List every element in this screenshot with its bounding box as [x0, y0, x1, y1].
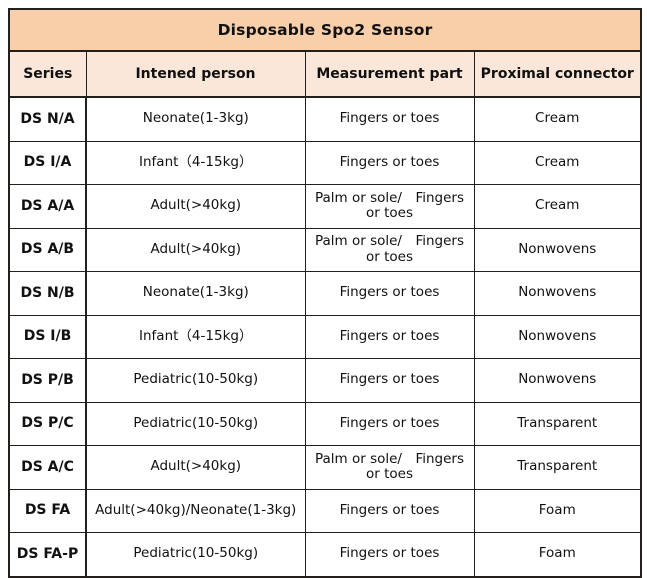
cell-measurement-part: Palm or sole/ Fingers or toes — [304, 445, 475, 490]
cell-series: DS P/C — [8, 401, 87, 446]
table-header-row: Series Intened person Measurement part P… — [8, 50, 642, 98]
table-row: DS P/B Pediatric(10-50kg) Fingers or toe… — [8, 358, 642, 403]
cell-measurement-part: Fingers or toes — [304, 271, 475, 316]
cell-proximal-connector: Transparent — [473, 401, 642, 446]
table-row: DS I/A Infant（4-15kg） Fingers or toes Cr… — [8, 140, 642, 185]
table-row: DS FA-P Pediatric(10-50kg) Fingers or to… — [8, 532, 642, 577]
cell-proximal-connector: Nonwovens — [473, 314, 642, 359]
table-row: DS P/C Pediatric(10-50kg) Fingers or toe… — [8, 401, 642, 446]
cell-measurement-part: Palm or sole/ Fingers or toes — [304, 184, 475, 229]
cell-proximal-connector: Cream — [473, 184, 642, 229]
cell-proximal-connector: Nonwovens — [473, 358, 642, 403]
cell-person: Adult(>40kg) — [85, 445, 306, 490]
cell-person: Pediatric(10-50kg) — [85, 401, 306, 446]
cell-proximal-connector: Transparent — [473, 445, 642, 490]
cell-series: DS A/A — [8, 184, 87, 229]
table-body: Disposable Spo2 Sensor Series Intened pe… — [8, 8, 642, 577]
cell-measurement-part: Fingers or toes — [304, 532, 475, 577]
cell-series: DS FA-P — [8, 532, 87, 577]
table-row: DS I/B Infant（4-15kg） Fingers or toes No… — [8, 314, 642, 359]
cell-series: DS I/B — [8, 314, 87, 359]
table-title-row: Disposable Spo2 Sensor — [8, 8, 642, 52]
cell-proximal-connector: Cream — [473, 140, 642, 185]
cell-proximal-connector: Nonwovens — [473, 271, 642, 316]
cell-series: DS A/C — [8, 445, 87, 490]
cell-series: DS N/B — [8, 271, 87, 316]
cell-person: Neonate(1-3kg) — [85, 271, 306, 316]
table-row: DS A/B Adult(>40kg) Palm or sole/ Finger… — [8, 227, 642, 272]
cell-person: Adult(>40kg) — [85, 227, 306, 272]
cell-person: Pediatric(10-50kg) — [85, 532, 306, 577]
cell-proximal-connector: Cream — [473, 96, 642, 142]
cell-series: DS N/A — [8, 96, 87, 142]
table-row: DS A/A Adult(>40kg) Palm or sole/ Finger… — [8, 184, 642, 229]
cell-person: Pediatric(10-50kg) — [85, 358, 306, 403]
column-header-intened-person: Intened person — [85, 50, 306, 98]
column-header-measurement-part: Measurement part — [304, 50, 475, 98]
cell-proximal-connector: Nonwovens — [473, 227, 642, 272]
cell-person: Adult(>40kg) — [85, 184, 306, 229]
cell-measurement-part: Fingers or toes — [304, 96, 475, 142]
cell-measurement-part: Fingers or toes — [304, 358, 475, 403]
cell-person: Neonate(1-3kg) — [85, 96, 306, 142]
table-row: DS A/C Adult(>40kg) Palm or sole/ Finger… — [8, 445, 642, 490]
cell-person: Infant（4-15kg） — [85, 314, 306, 359]
cell-measurement-part: Palm or sole/ Fingers or toes — [304, 227, 475, 272]
cell-person: Infant（4-15kg） — [85, 140, 306, 185]
table-row: DS N/B Neonate(1-3kg) Fingers or toes No… — [8, 271, 642, 316]
cell-measurement-part: Fingers or toes — [304, 140, 475, 185]
cell-series: DS P/B — [8, 358, 87, 403]
cell-proximal-connector: Foam — [473, 532, 642, 577]
sensor-spec-table: Disposable Spo2 Sensor Series Intened pe… — [8, 8, 642, 578]
cell-series: DS I/A — [8, 140, 87, 185]
cell-measurement-part: Fingers or toes — [304, 314, 475, 359]
column-header-series: Series — [8, 50, 87, 98]
table-title: Disposable Spo2 Sensor — [8, 8, 642, 52]
sensor-spec-table-container: Disposable Spo2 Sensor Series Intened pe… — [8, 8, 642, 578]
column-header-proximal-connector: Proximal connector — [473, 50, 642, 98]
cell-measurement-part: Fingers or toes — [304, 401, 475, 446]
cell-series: DS A/B — [8, 227, 87, 272]
table-row: DS N/A Neonate(1-3kg) Fingers or toes Cr… — [8, 96, 642, 142]
